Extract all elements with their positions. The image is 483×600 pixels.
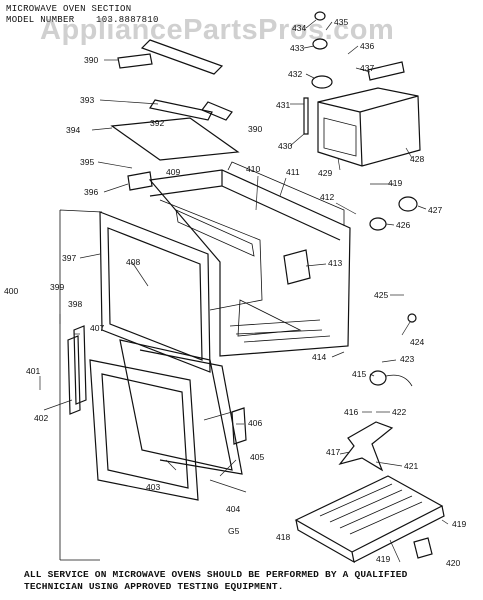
part-label-410: 410 [246, 164, 260, 174]
top-trim-strip [117, 39, 233, 121]
part-label-422: 422 [392, 407, 406, 417]
part-label-437: 437 [360, 63, 374, 73]
leader-lines [39, 19, 449, 563]
part-label-420: 420 [446, 558, 460, 568]
part-label-406: 406 [248, 418, 262, 428]
part-label-412: 412 [320, 192, 334, 202]
cover-plate [413, 537, 433, 559]
part-label-390: 390 [248, 124, 262, 134]
part-label-419: 419 [452, 519, 466, 529]
footer-line-1: ALL SERVICE ON MICROWAVE OVENS SHOULD BE… [24, 569, 408, 580]
part-label-398: 398 [68, 299, 82, 309]
oven-cavity [148, 161, 351, 357]
part-label-404: 404 [226, 504, 240, 514]
part-label-430: 430 [278, 141, 292, 151]
blower-housing [317, 61, 421, 167]
part-label-427: 427 [428, 205, 442, 215]
part-label-413: 413 [328, 258, 342, 268]
fan-motor-parts [303, 11, 333, 135]
part-label-418: 418 [276, 532, 290, 542]
hinge-bracket [231, 407, 247, 445]
watermark: AppliancePartsPros.com [40, 14, 395, 46]
part-label-395: 395 [80, 157, 94, 167]
part-label-396: 396 [84, 187, 98, 197]
part-label-409: 409 [166, 167, 180, 177]
bracket [127, 171, 153, 191]
part-label-432: 432 [288, 69, 302, 79]
part-label-405: 405 [250, 452, 264, 462]
choke-strip [67, 325, 87, 415]
part-label-400: 400 [4, 286, 18, 296]
figure-code: G5 [228, 526, 240, 536]
top-panel [110, 117, 240, 161]
part-label-392: 392 [150, 118, 164, 128]
part-label-423: 423 [400, 354, 414, 364]
part-label-435: 435 [334, 17, 348, 27]
part-label-411: 411 [286, 167, 300, 177]
part-label-393: 393 [80, 95, 94, 105]
part-label-434: 434 [292, 23, 306, 33]
part-label-428: 428 [410, 154, 424, 164]
part-label-431: 431 [276, 100, 290, 110]
part-label-416: 416 [344, 407, 358, 417]
part-label-429: 429 [318, 168, 332, 178]
part-label-403: 403 [146, 482, 160, 492]
part-label-424: 424 [410, 337, 424, 347]
section-title: MICROWAVE OVEN SECTION [6, 4, 132, 14]
part-label-401: 401 [26, 366, 40, 376]
part-label-419: 419 [388, 178, 402, 188]
part-label-407: 407 [90, 323, 104, 333]
lamp-sockets [369, 196, 418, 323]
door-assembly [89, 339, 243, 501]
part-label-425: 425 [374, 290, 388, 300]
part-labels: 390 390 392 393 394 395 396 397 398 399 400 401 402 4… [4, 17, 466, 568]
model-number-value: 103.8887810 [96, 15, 159, 25]
part-label-390: 390 [84, 55, 98, 65]
front-frame [59, 209, 211, 561]
part-label-415: 415 [352, 369, 366, 379]
part-label-394: 394 [66, 125, 80, 135]
part-label-408: 408 [126, 257, 140, 267]
part-label-433: 433 [290, 43, 304, 53]
part-label-436: 436 [360, 41, 374, 51]
part-label-399: 399 [50, 282, 64, 292]
footer-line-2: TECHNICIAN USING APPROVED TESTING EQUIPM… [24, 581, 284, 592]
stirrer-blade [338, 421, 394, 472]
part-label-421: 421 [404, 461, 418, 471]
part-label-397: 397 [62, 253, 76, 263]
part-label-414: 414 [312, 352, 326, 362]
part-label-402: 402 [34, 413, 48, 423]
stirrer-motor [369, 370, 413, 387]
bottom-plate [294, 475, 445, 564]
part-label-419: 419 [376, 554, 390, 564]
model-number-label: MODEL NUMBER [6, 15, 75, 25]
part-label-417: 417 [326, 447, 340, 457]
part-label-426: 426 [396, 220, 410, 230]
